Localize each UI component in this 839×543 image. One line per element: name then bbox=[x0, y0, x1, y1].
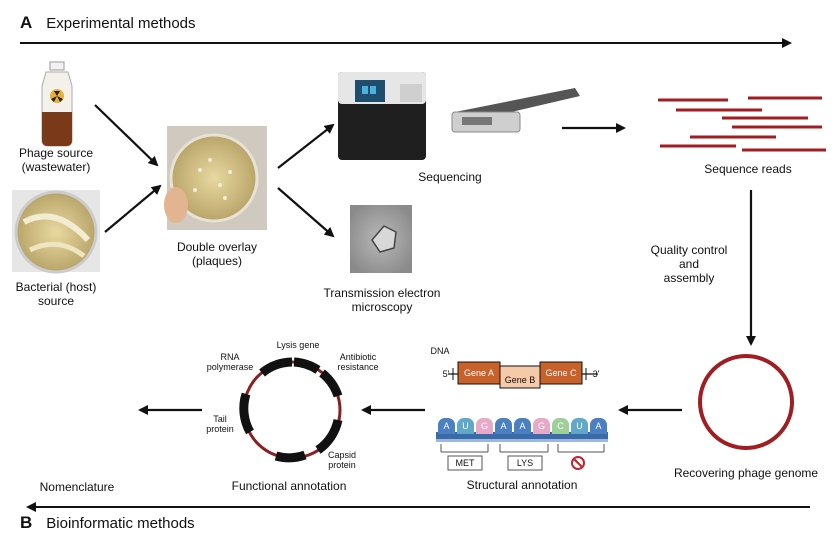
panel-letter-b: B bbox=[20, 513, 33, 532]
flow-cell-icon bbox=[451, 88, 580, 133]
dna-label: DNA bbox=[430, 346, 450, 356]
phage-source-line2: (wastewater) bbox=[21, 160, 91, 174]
antibiotic-resistance-label: Antibiotic resistance bbox=[330, 352, 386, 372]
rna-base: G bbox=[533, 418, 550, 434]
nomenclature-label: Nomenclature bbox=[39, 480, 115, 494]
rna-base: A bbox=[495, 418, 512, 434]
arrow-overlay-to-sequencing bbox=[277, 123, 335, 169]
tail-line1: Tail bbox=[213, 414, 227, 424]
double-overlay-line2: (plaques) bbox=[191, 254, 243, 268]
rna-base: A bbox=[438, 418, 455, 434]
rna-pol-line1: RNA bbox=[220, 352, 240, 362]
functional-plasmid-map bbox=[239, 357, 343, 463]
arrow-bacteria-to-overlay bbox=[104, 184, 162, 233]
sequencer-icon bbox=[338, 72, 426, 160]
phage-source-label: Phage source (wastewater) bbox=[0, 146, 112, 174]
bioinformatic-methods-title: Bioinformatic methods bbox=[46, 515, 195, 532]
phage-source-line1: Phage source bbox=[18, 146, 94, 160]
double-overlay-plate-icon bbox=[164, 126, 267, 230]
tail-line2: protein bbox=[206, 424, 234, 434]
sequence-reads-label: Sequence reads bbox=[704, 162, 792, 176]
gene-b-label: Gene B bbox=[504, 375, 536, 385]
rna-base: U bbox=[457, 418, 474, 434]
rna-strand bbox=[436, 432, 608, 442]
antibiotic-line1: Antibiotic bbox=[339, 352, 377, 362]
sequence-reads-icon bbox=[658, 96, 826, 152]
codon-boxes bbox=[440, 444, 605, 471]
rna-pol-line2: polymerase bbox=[206, 362, 254, 372]
phage-genome-circle bbox=[698, 354, 794, 450]
panel-letter-a: A bbox=[20, 13, 33, 32]
double-overlay-label: Double overlay (plaques) bbox=[160, 240, 274, 268]
gene-track bbox=[448, 361, 598, 389]
gene-c-label: Gene C bbox=[545, 368, 577, 378]
antibiotic-line2: resistance bbox=[337, 362, 379, 372]
bacterial-plate-icon bbox=[12, 190, 100, 274]
bacterial-source-line1: Bacterial (host) bbox=[15, 280, 97, 294]
arrow-phage-to-overlay bbox=[94, 104, 159, 167]
tem-image-icon bbox=[350, 205, 412, 273]
lysis-gene-label: Lysis gene bbox=[276, 340, 320, 350]
tem-label: Transmission electron microscopy bbox=[310, 286, 454, 314]
rna-base: A bbox=[514, 418, 531, 434]
header-bioinformatic: B Bioinformatic methods bbox=[20, 514, 195, 533]
header-experimental: A Experimental methods bbox=[20, 14, 196, 33]
bacterial-source-label: Bacterial (host) source bbox=[0, 280, 112, 308]
tail-protein-label: Tail protein bbox=[200, 414, 240, 434]
gene-a-label: Gene A bbox=[463, 368, 495, 378]
capsid-protein-label: Capsid protein bbox=[320, 450, 364, 470]
sequencing-label: Sequencing bbox=[418, 170, 482, 184]
experimental-methods-title: Experimental methods bbox=[46, 15, 196, 32]
functional-annotation-label: Functional annotation bbox=[231, 479, 347, 493]
arrow-overlay-to-tem bbox=[277, 187, 335, 238]
five-prime-label: 5' bbox=[442, 369, 450, 379]
structural-annotation-label: Structural annotation bbox=[466, 478, 578, 492]
qc-line2: and bbox=[678, 257, 700, 271]
rna-polymerase-label: RNA polymerase bbox=[200, 352, 260, 372]
recovering-genome-label: Recovering phage genome bbox=[673, 466, 819, 480]
double-overlay-line1: Double overlay bbox=[176, 240, 258, 254]
rna-base: A bbox=[590, 418, 607, 434]
tem-line1: Transmission electron bbox=[323, 286, 441, 300]
qc-line3: assembly bbox=[663, 271, 715, 285]
codon-lys-label: LYS bbox=[516, 458, 534, 468]
tem-line2: microscopy bbox=[351, 300, 413, 314]
capsid-line1: Capsid bbox=[327, 450, 356, 460]
three-prime-label: 3' bbox=[592, 369, 600, 379]
stop-codon-icon bbox=[571, 456, 585, 470]
wastewater-bottle-icon bbox=[41, 61, 73, 147]
qc-label: Quality control and assembly bbox=[634, 243, 744, 285]
rna-base: G bbox=[476, 418, 493, 434]
rna-base: C bbox=[552, 418, 569, 434]
qc-line1: Quality control bbox=[650, 243, 728, 257]
bacterial-source-line2: source bbox=[37, 294, 75, 308]
codon-met-label: MET bbox=[455, 458, 475, 468]
capsid-line2: protein bbox=[328, 460, 356, 470]
rna-base: U bbox=[571, 418, 588, 434]
